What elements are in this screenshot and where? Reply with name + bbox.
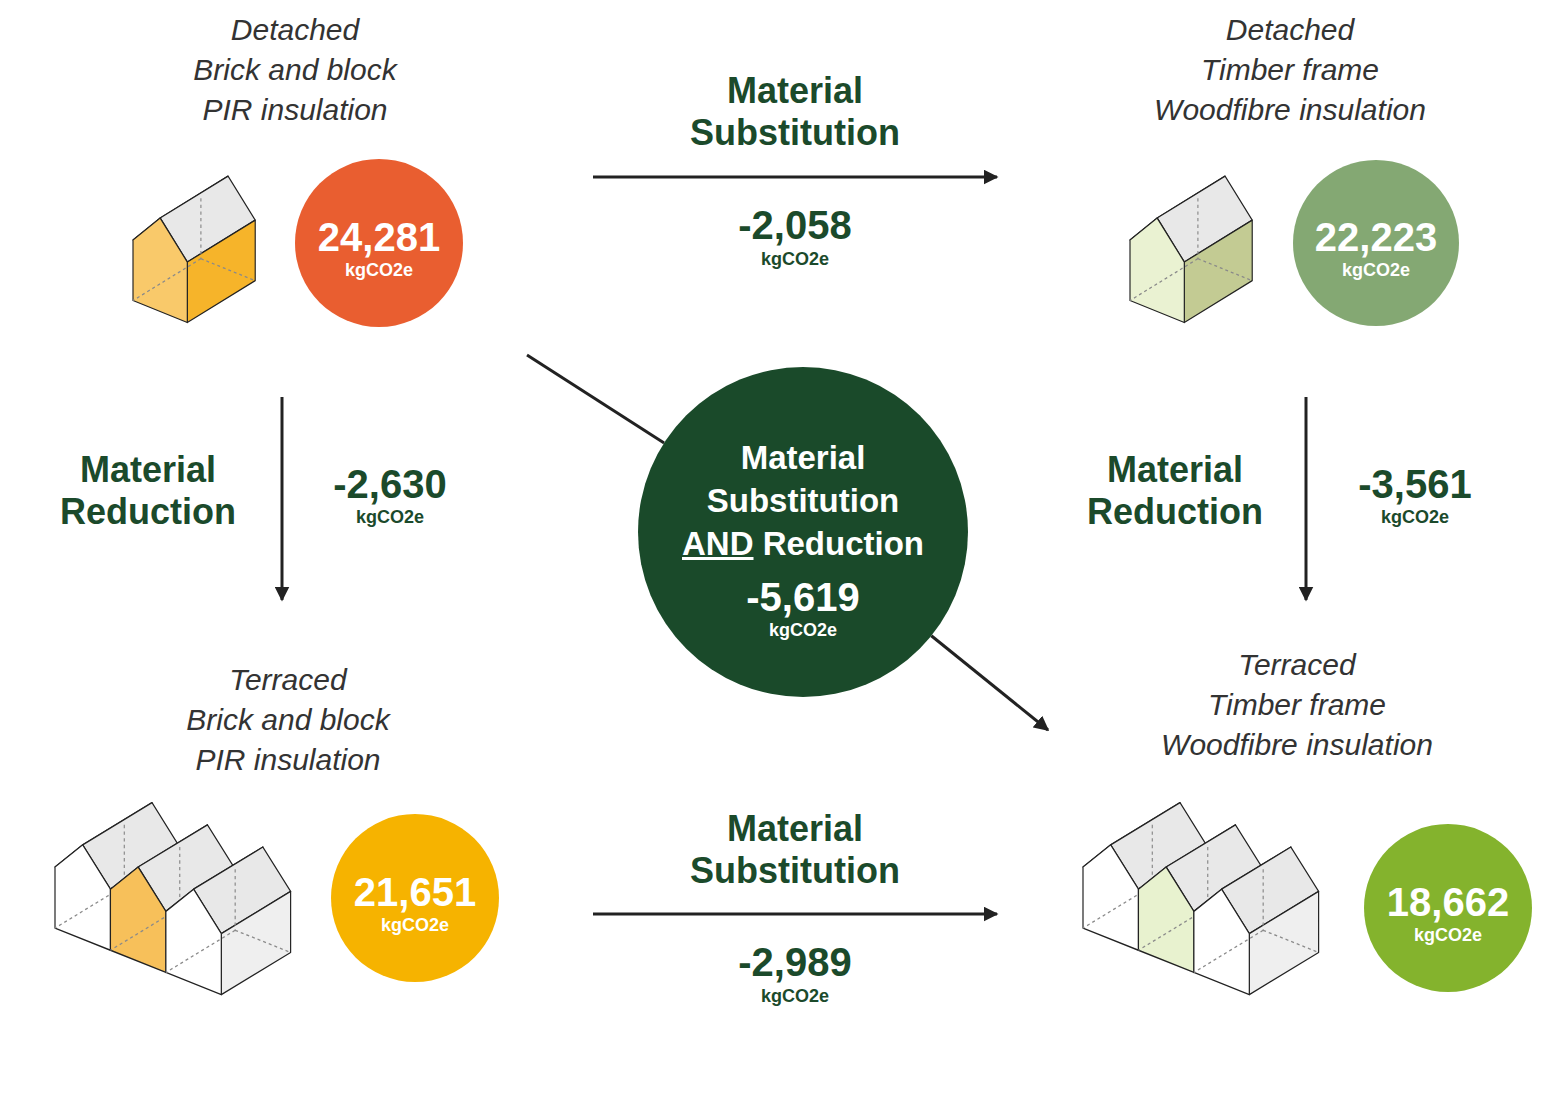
- carbon-total: -5,619: [746, 575, 859, 619]
- unit-label: kgCO2e: [761, 248, 829, 270]
- flow-arrow: [527, 355, 664, 443]
- carbon-total: 21,651: [354, 870, 476, 914]
- unit-label: kgCO2e: [1414, 924, 1482, 946]
- carbon-circle: 21,651kgCO2e: [331, 814, 499, 982]
- terraced-houses: [55, 803, 291, 995]
- flow-arrow: [593, 913, 997, 916]
- edge-label: Material Reduction: [60, 449, 236, 533]
- detached-house: [133, 176, 255, 322]
- combined-saving-circle: Material Substitution AND Reduction -5,61…: [638, 367, 968, 697]
- carbon-circle: 24,281kgCO2e: [295, 159, 463, 327]
- flow-arrow: [931, 636, 1048, 730]
- unit-label: kgCO2e: [761, 985, 829, 1007]
- unit-label: kgCO2e: [1381, 506, 1449, 528]
- flow-arrow: [281, 397, 284, 600]
- saving-value: -2,630: [333, 462, 446, 506]
- house-type: Terraced Brick and block PIR insulation: [186, 660, 389, 780]
- carbon-total: 22,223: [1315, 215, 1437, 259]
- edge-label: Material Substitution: [690, 808, 900, 892]
- carbon-circle: 22,223kgCO2e: [1293, 160, 1459, 326]
- house-type: Detached Timber frame Woodfibre insulati…: [1154, 10, 1426, 130]
- unit-label: kgCO2e: [356, 506, 424, 528]
- house-option: Detached Brick and block PIR insulation 2…: [128, 10, 465, 330]
- house-option: Terraced Brick and block PIR insulation 2…: [52, 660, 502, 990]
- flow-arrow: [1305, 397, 1308, 600]
- terraced-houses: [1083, 803, 1319, 995]
- detached-house: [1130, 176, 1252, 322]
- carbon-total: 24,281: [318, 215, 440, 259]
- saving-value: -3,561: [1358, 462, 1471, 506]
- unit-label: kgCO2e: [345, 259, 413, 281]
- saving-value: -2,058: [738, 203, 851, 247]
- carbon-total: 18,662: [1387, 880, 1509, 924]
- unit-label: kgCO2e: [1342, 259, 1410, 281]
- carbon-circle: 18,662kgCO2e: [1364, 824, 1532, 992]
- unit-label: kgCO2e: [769, 619, 837, 641]
- saving-value: -2,989: [738, 940, 851, 984]
- flow-arrow: [593, 176, 997, 179]
- edge-label: Material Substitution: [690, 70, 900, 154]
- edge-label: Material Reduction: [1087, 449, 1263, 533]
- house-option: Terraced Timber frame Woodfibre insulati…: [1080, 645, 1535, 995]
- house-type: Terraced Timber frame Woodfibre insulati…: [1161, 645, 1433, 765]
- unit-label: kgCO2e: [381, 914, 449, 936]
- house-option: Detached Timber frame Woodfibre insulati…: [1128, 10, 1462, 330]
- circle-heading: Material Substitution AND Reduction: [682, 436, 924, 565]
- house-type: Detached Brick and block PIR insulation: [193, 10, 396, 130]
